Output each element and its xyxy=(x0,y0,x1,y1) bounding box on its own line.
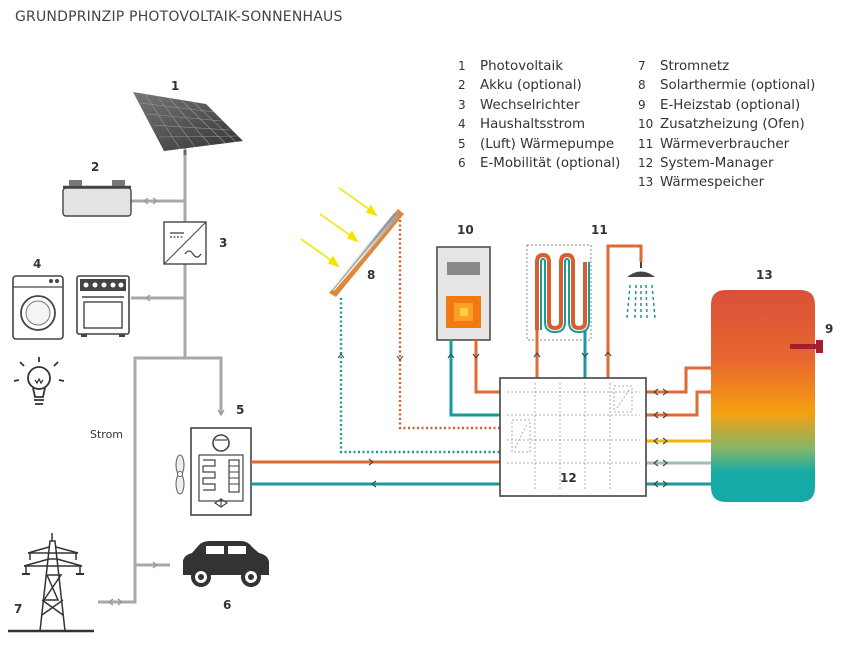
auxiliary-stove-icon xyxy=(436,246,491,341)
legend-item: 5 (Luft) Wärmepumpe xyxy=(458,135,620,154)
pipe-flow-arrows xyxy=(368,351,668,488)
light-bulb-icon xyxy=(13,357,65,405)
legend-item: 10 Zusatzheizung (Ofen) xyxy=(638,115,815,134)
legend-number: 12 xyxy=(638,156,654,171)
legend-label: Wechselrichter xyxy=(480,97,580,113)
legend-label: Wärmeverbraucher xyxy=(660,136,790,152)
legend-item: 1 Photovoltaik xyxy=(458,57,620,76)
legend-number: 9 xyxy=(638,97,646,112)
legend-item: 9 E-Heizstab (optional) xyxy=(638,96,815,115)
legend-number: 3 xyxy=(458,97,466,112)
sun-rays-icon xyxy=(300,187,378,268)
electric-arrows xyxy=(107,197,225,606)
legend-number: 11 xyxy=(638,136,654,151)
legend-label: Haushaltsstrom xyxy=(480,117,586,133)
label-photovoltaik: 1 xyxy=(171,79,180,93)
legend-number: 5 xyxy=(458,136,466,151)
washing-machine-icon xyxy=(12,275,64,340)
power-pylon-icon xyxy=(8,533,94,633)
label-system-manager: 12 xyxy=(560,471,577,485)
legend-item: 2 Akku (optional) xyxy=(458,76,620,95)
legend-item: 8 Solarthermie (optional) xyxy=(638,76,815,95)
label-haushaltsstrom: 4 xyxy=(33,257,42,271)
inverter-icon xyxy=(163,221,207,265)
label-solarthermie: 8 xyxy=(367,268,376,282)
solar-pipe-arrows xyxy=(337,353,404,361)
battery-icon xyxy=(62,180,132,217)
legend-item: 12 System-Manager xyxy=(638,154,815,173)
legend-label: Zusatzheizung (Ofen) xyxy=(660,117,805,133)
stove-icon xyxy=(76,275,130,337)
legend-number: 4 xyxy=(458,117,466,132)
legend-item: 7 Stromnetz xyxy=(638,57,815,76)
legend-column-1: 1 Photovoltaik 2 Akku (optional) 3 Wechselr… xyxy=(458,57,620,173)
heat-pump-icon xyxy=(175,427,252,516)
legend-item: 11 Wärmeverbraucher xyxy=(638,135,815,154)
legend-label: (Luft) Wärmepumpe xyxy=(480,136,615,152)
heating-pipes xyxy=(251,244,712,486)
label-waermeverbraucher: 11 xyxy=(591,223,608,237)
label-e-mobilitaet: 6 xyxy=(223,598,232,612)
photovoltaic-panel-icon xyxy=(133,92,243,155)
legend-label: System-Manager xyxy=(660,156,774,172)
legend-item: 6 E-Mobilität (optional) xyxy=(458,154,620,173)
strom-label: Strom xyxy=(90,428,124,441)
legend-item: 4 Haushaltsstrom xyxy=(458,115,620,134)
legend-number: 7 xyxy=(638,59,646,73)
label-stromnetz: 7 xyxy=(14,602,23,616)
legend-number: 2 xyxy=(458,78,466,93)
legend-label: Photovoltaik xyxy=(480,59,563,74)
legend-number: 13 xyxy=(638,175,654,190)
label-e-heizstab: 9 xyxy=(825,322,834,336)
heat-storage-tank xyxy=(711,290,815,502)
solar-thermal-collector-icon xyxy=(329,209,404,297)
legend-label: Akku (optional) xyxy=(480,78,582,94)
legend-label: E-Heizstab (optional) xyxy=(660,97,801,113)
legend-item: 13 Wärmespeicher xyxy=(638,173,815,192)
system-manager-box xyxy=(499,377,647,497)
legend-number: 6 xyxy=(458,156,466,171)
label-zusatzheizung: 10 xyxy=(457,223,474,237)
legend-column-2: 7 Stromnetz 8 Solarthermie (optional) 9 E-H… xyxy=(638,57,815,193)
electric-car-icon xyxy=(183,541,269,587)
diagram-title: GRUNDPRINZIP PHOTOVOLTAIK-SONNENHAUS xyxy=(15,9,343,25)
legend-number: 1 xyxy=(458,59,466,73)
legend-label: E-Mobilität (optional) xyxy=(480,156,621,172)
shower-icon xyxy=(626,262,656,319)
legend-number: 8 xyxy=(638,78,646,93)
solar-thermal-pipes xyxy=(339,220,500,454)
label-waermespeicher: 13 xyxy=(756,268,773,282)
legend-label: Stromnetz xyxy=(660,59,730,74)
heat-consumers-radiator-icon xyxy=(526,244,592,341)
electric-heating-rod-icon xyxy=(790,340,823,353)
legend-label: Solarthermie (optional) xyxy=(660,78,816,94)
label-wechselrichter: 3 xyxy=(219,236,228,250)
label-akku: 2 xyxy=(91,160,100,174)
label-waermepumpe: 5 xyxy=(236,403,245,417)
legend-item: 3 Wechselrichter xyxy=(458,96,620,115)
legend-number: 10 xyxy=(638,117,654,132)
legend-label: Wärmespeicher xyxy=(660,175,765,191)
